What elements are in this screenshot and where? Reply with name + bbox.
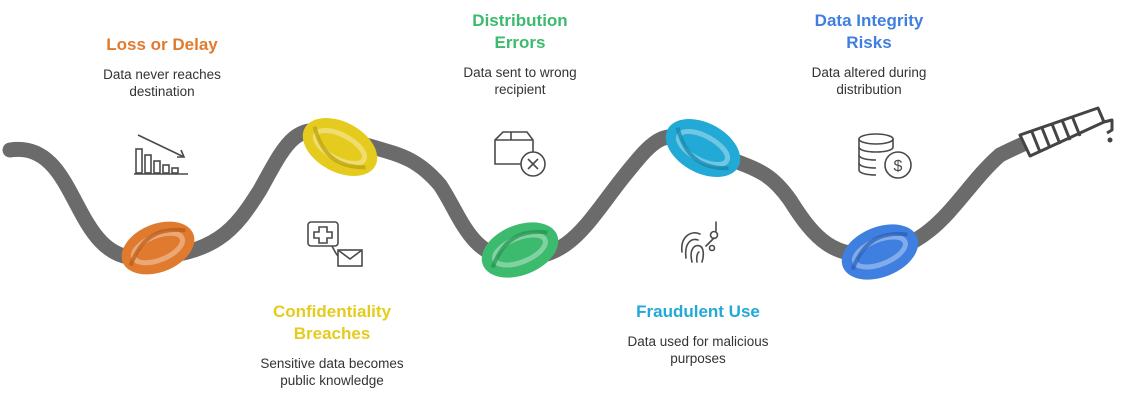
medical-mail-icon — [307, 221, 363, 267]
label-distribution-errors: Distribution Errors Data sent to wrong r… — [463, 10, 576, 98]
label-data-integrity-risks: Data Integrity Risks Data altered during… — [812, 10, 927, 98]
title-fraudulent-use: Fraudulent Use — [636, 302, 760, 321]
desc-confidentiality-breaches: Sensitive data becomes public knowledge — [260, 356, 404, 388]
knot-green — [481, 222, 559, 278]
chart-declining-icon — [134, 134, 188, 175]
nozzle-icon — [1018, 106, 1114, 158]
desc-distribution-errors: Data sent to wrong recipient — [463, 65, 577, 97]
svg-text:$: $ — [894, 158, 903, 175]
desc-fraudulent-use: Data used for malicious purposes — [627, 334, 769, 366]
label-fraudulent-use: Fraudulent Use Data used for malicious p… — [627, 301, 768, 367]
desc-loss-or-delay: Data never reaches destination — [103, 67, 221, 99]
coins-dollar-icon: $ — [858, 133, 912, 179]
title-loss-or-delay: Loss or Delay — [106, 35, 218, 54]
knot-cyan — [665, 119, 741, 177]
knot-blue — [841, 224, 919, 280]
label-confidentiality-breaches: Confidentiality Breaches Sensitive data … — [260, 301, 403, 389]
label-loss-or-delay: Loss or Delay Data never reaches destina… — [103, 34, 221, 100]
knot-yellow — [302, 118, 378, 176]
fingerprint-icon — [681, 221, 719, 263]
title-confidentiality-breaches: Confidentiality Breaches — [272, 302, 392, 343]
desc-data-integrity-risks: Data altered during distribution — [811, 65, 927, 97]
knot-orange — [121, 221, 195, 275]
box-cancel-icon — [494, 131, 546, 177]
title-distribution-errors: Distribution Errors — [472, 11, 568, 52]
title-data-integrity-risks: Data Integrity Risks — [814, 11, 924, 52]
